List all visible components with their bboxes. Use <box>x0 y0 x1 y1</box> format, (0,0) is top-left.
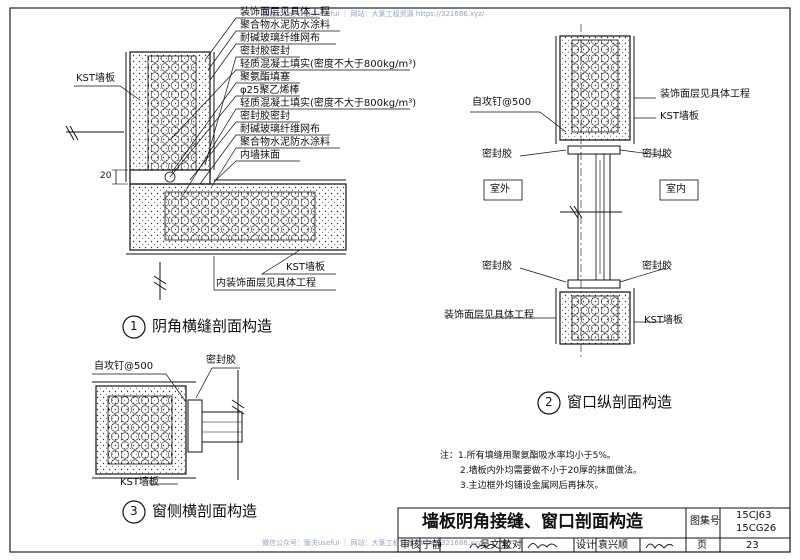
detail1-interior-finish: 内装饰面层见具体工程 <box>216 278 316 289</box>
detail2-sealant-4: 密封胶 <box>642 261 672 272</box>
designer-name: 袁兴顺 <box>598 540 628 551</box>
detail2-kst-bottom: KST墙板 <box>644 315 684 326</box>
indoor-label: 室内 <box>666 184 686 195</box>
detail1-kst-left: KST墙板 <box>76 73 116 84</box>
detail2-screw: 自攻钉@500 <box>472 97 532 108</box>
detail1-dimension: 20 <box>100 171 112 181</box>
atlas-number-1: 15CJ63 <box>736 510 772 521</box>
detail1-label: 耐碱玻璃纤维网布 <box>240 124 320 135</box>
review-label: 审核 <box>400 540 420 551</box>
outdoor-box <box>483 179 523 201</box>
detail1-caption-number: 1 <box>130 319 138 333</box>
detail1-label: 轻质混凝土填实(密度不大于800kg/m³) <box>240 98 417 109</box>
detail2-drawing <box>470 24 699 415</box>
detail2-sealant-3: 密封胶 <box>482 261 512 272</box>
detail1-label: 聚合物水泥防水涂料 <box>240 20 330 31</box>
detail1-label: 耐碱玻璃纤维网布 <box>240 33 320 44</box>
detail2-sealant-2: 密封胶 <box>642 149 672 160</box>
detail1-label: 聚氨酯填塞 <box>240 72 290 83</box>
watermark-top: 微信公众号：版夫useful ｜ 网站：大篆工程资源 https://32168… <box>262 10 485 18</box>
note-line: 2.墙板内外均需要做不小于20厚的抹面做法。 <box>460 466 643 476</box>
detail2-kst-top: KST墙板 <box>660 111 700 122</box>
detail3-caption-number: 3 <box>130 504 138 518</box>
detail1-label: φ25聚乙烯棒 <box>240 85 300 96</box>
note-line: 3.主边框外均铺设金属网后再抹灰。 <box>460 481 604 491</box>
detail3-screw: 自攻钉@500 <box>94 361 154 372</box>
page-label: 页 <box>697 540 707 551</box>
checker-name-visible: 吴文宝 <box>480 540 510 551</box>
detail2-sealant-1: 密封胶 <box>482 149 512 160</box>
detail2-window-frame <box>577 153 611 281</box>
detail1-kst-right: KST墙板 <box>286 262 326 273</box>
detail1-label: 聚合物水泥防水涂料 <box>240 137 330 148</box>
detail1-caption: 阴角横缝剖面构造 <box>152 317 273 335</box>
page-number: 23 <box>746 540 759 551</box>
detail1-vertical-core <box>147 55 197 175</box>
detail1-label: 内墙抹面 <box>240 150 280 161</box>
drawing-title: 墙板阴角接缝、窗口剖面构造 <box>422 512 643 532</box>
detail3-sealant: 密封胶 <box>206 355 236 366</box>
atlas-number-2: 15CG26 <box>736 523 777 534</box>
reviewer-name: 宁静 <box>422 540 442 551</box>
detail1-drawing <box>65 17 410 339</box>
detail3-kst: KST墙板 <box>120 477 160 488</box>
indoor-box <box>659 179 699 201</box>
detail2-caption-number: 2 <box>545 395 553 409</box>
signatures <box>469 543 674 549</box>
atlas-label: 图集号 <box>690 516 720 527</box>
note-line: 注：1.所有填缝用聚氨酯吸水率均小于5%。 <box>440 451 616 461</box>
detail2-caption: 窗口纵剖面构造 <box>567 393 673 411</box>
detail1-horizontal-core <box>164 191 316 241</box>
detail1-label: 轻质混凝土填实(密度不大于800kg/m³) <box>240 59 417 70</box>
detail1-pe-rod <box>164 171 176 183</box>
watermark-bottom: 微信公众号：版夫useful ｜ 网站：大篆工程资源 https://32168… <box>262 539 485 547</box>
detail1-label: 装饰面层见具体工程 <box>240 7 330 18</box>
detail3-caption: 窗侧横剖面构造 <box>152 502 258 520</box>
title-block-grid <box>397 507 791 553</box>
detail1-label: 密封胶密封 <box>240 46 290 57</box>
outdoor-label: 室外 <box>490 184 510 195</box>
detail1-label: 密封胶密封 <box>240 111 290 122</box>
detail2-finish-top: 装饰面层见具体工程 <box>660 89 750 100</box>
detail3-frame <box>187 399 203 453</box>
design-label: 设计 <box>576 540 596 551</box>
detail2-finish-bottom: 装饰面层见具体工程 <box>444 310 534 321</box>
check-label: 校对 <box>502 540 522 551</box>
detail3-drawing <box>92 367 245 524</box>
